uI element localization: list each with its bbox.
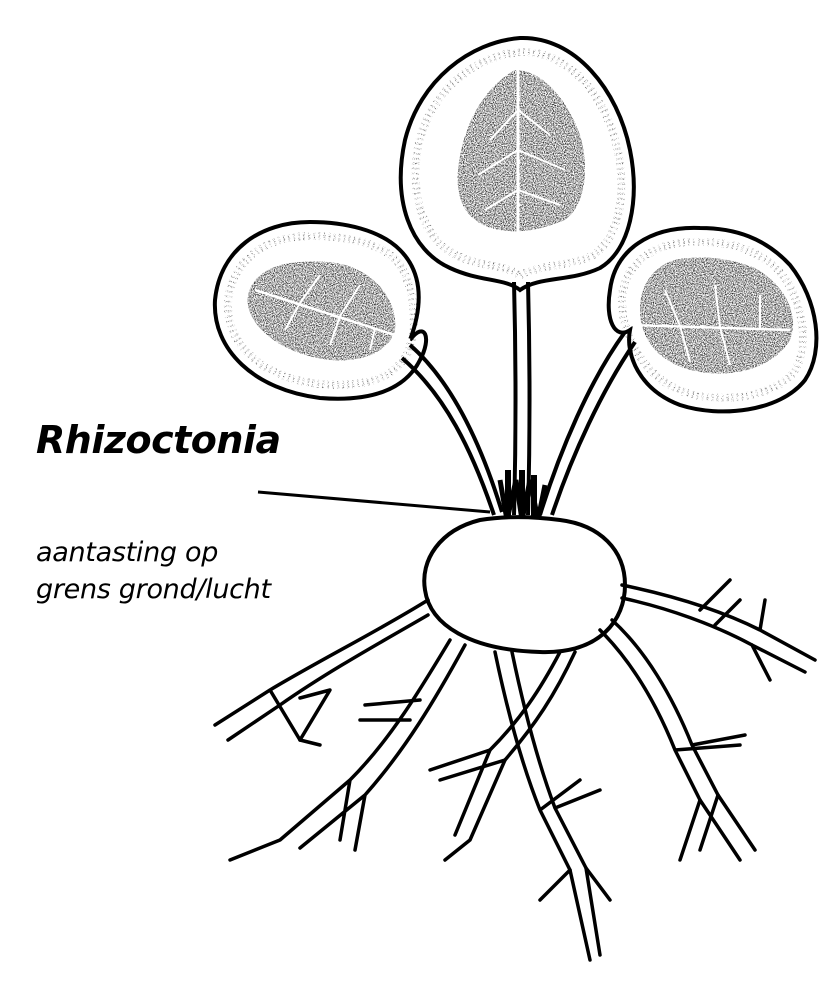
diagram-title: Rhizoctonia — [36, 418, 281, 462]
tuber — [424, 517, 625, 652]
leaf-right — [609, 228, 817, 412]
leaf-top — [401, 38, 634, 290]
description-line-2: grens grond/lucht — [36, 574, 271, 605]
leaf-left — [215, 222, 426, 399]
pointer-line — [258, 492, 490, 512]
description-line-1: aantasting op — [36, 537, 218, 568]
stems — [402, 282, 635, 522]
